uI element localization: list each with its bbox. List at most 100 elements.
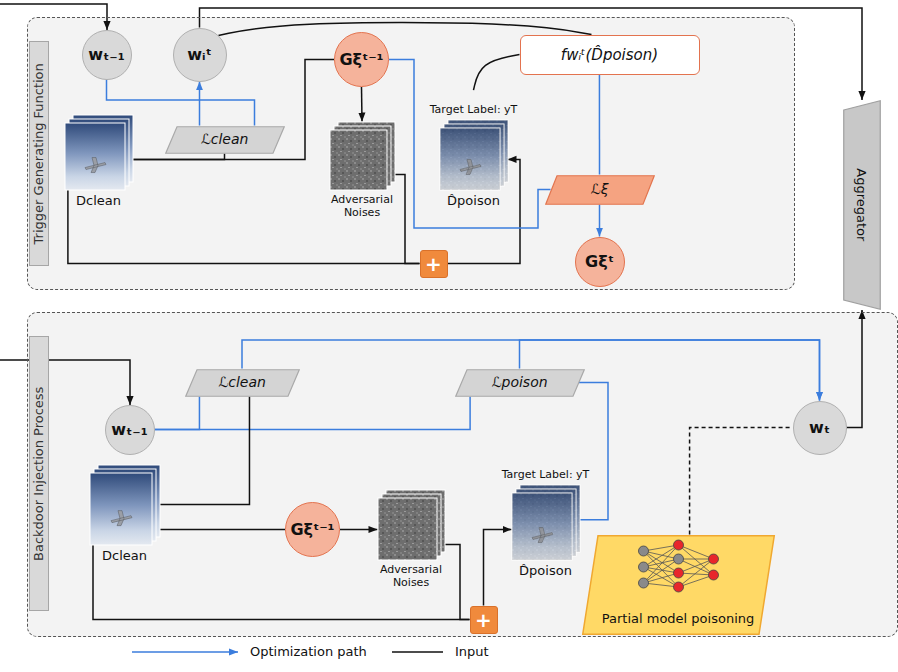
image-label: D̂poison <box>519 563 572 579</box>
input-connector <box>133 154 225 160</box>
panel-label-band: Backdoor Injection Process <box>29 336 49 611</box>
input-line <box>0 360 130 405</box>
legend-sample <box>390 645 445 659</box>
dashed-panel: ℒclean ℒpoison wₜ₋₁ wₜDclean Gξᵗ⁻¹ Adversaria… <box>27 312 898 637</box>
node-label: fwᵢᵗ(D̂poison) <box>561 46 658 64</box>
optimization-path <box>242 340 820 401</box>
label-holder: Adversarial Noises <box>378 563 445 589</box>
node-label: wₜ₋₁ <box>111 420 147 439</box>
weight-circle: wₜ <box>793 401 847 455</box>
output-box: fwᵢᵗ(D̂poison) <box>520 35 700 75</box>
network-neuron <box>673 582 683 592</box>
legend-text: Optimization path <box>250 644 367 660</box>
image-frame <box>65 123 125 190</box>
label-holder: Adversarial Noises <box>330 193 395 219</box>
panel-label-band: Trigger Generating Function <box>29 41 49 266</box>
shape-outline <box>330 122 395 190</box>
image-frame <box>378 498 437 560</box>
legend-sample <box>130 645 240 659</box>
input-connector <box>133 60 335 160</box>
network-neuron <box>708 570 718 580</box>
noise-stack: Adversarial Noises <box>378 490 445 560</box>
picture <box>440 128 500 190</box>
loss-box: ℒclean <box>185 369 300 397</box>
label-holder: D̂poison <box>440 193 508 209</box>
node-label: Gξᵗ⁻¹ <box>339 50 383 69</box>
shape-outline <box>440 120 508 190</box>
noise-overlay <box>512 493 572 560</box>
label-holder: Dclean <box>65 193 133 209</box>
add-operator: + <box>420 250 448 278</box>
optimization-path <box>155 397 200 430</box>
panel-label: Trigger Generating Function <box>31 63 47 244</box>
legend-item: Optimization path <box>130 644 367 660</box>
label-holder: Target Label: yT <box>440 103 508 116</box>
network-link <box>643 573 678 583</box>
label-holder: Target Label: yT <box>512 468 580 481</box>
parallelogram <box>185 369 299 396</box>
node-label: Partial model poisoning <box>602 611 754 627</box>
node-label: Gξᵗ <box>585 252 614 271</box>
input-connector <box>361 87 363 122</box>
input-connector <box>395 175 420 264</box>
aggregator-box: Aggregator <box>843 100 881 310</box>
noise-overlay <box>440 128 500 190</box>
image-stack: Dclean <box>90 465 160 545</box>
operator-label: + <box>425 254 442 274</box>
network-neuron <box>673 568 683 578</box>
loss-label: ℒclean <box>201 131 249 148</box>
shape-outline <box>512 485 580 560</box>
legend-line <box>392 651 443 653</box>
image-label: Adversarial Noises <box>322 193 402 219</box>
image-stack: Target Label: yTD̂poison <box>440 120 508 190</box>
image-frame <box>330 130 387 190</box>
panel-ground <box>27 17 795 290</box>
network-link <box>643 559 678 583</box>
parallelogram <box>545 175 654 204</box>
picture <box>330 130 387 190</box>
network-neuron <box>673 540 683 550</box>
node-label: wₜ <box>809 418 830 437</box>
network-neuron <box>638 546 648 556</box>
image-label: Dclean <box>76 193 121 209</box>
input-connector <box>340 529 378 531</box>
target-label: Target Label: yT <box>502 468 590 481</box>
node-label: wᵢᵗ <box>187 45 212 64</box>
input-connector <box>484 530 512 606</box>
shape-outline <box>378 490 445 560</box>
picture <box>378 498 437 560</box>
optimization-path <box>155 397 471 430</box>
image-stack: Target Label: yTD̂poison <box>512 485 580 560</box>
optimization-path <box>599 205 601 237</box>
loss-box: ℒξ <box>545 175 655 205</box>
dashed-link <box>690 428 793 535</box>
loss-label: ℒpoison <box>491 374 547 391</box>
dashed-panel: wₜ₋₁ wᵢᵗ Gξᵗ⁻¹ fwᵢᵗ(D̂poison) ℒcleanDclean Ad… <box>27 17 795 290</box>
input-connector <box>160 397 250 505</box>
network-neuron <box>638 578 648 588</box>
weight-circle: wᵢᵗ <box>173 28 227 82</box>
loss-label: ℒξ <box>591 181 609 198</box>
legend-line <box>132 651 238 653</box>
optimization-path <box>389 60 551 229</box>
picture <box>65 123 125 190</box>
aircraft-figure <box>111 510 132 525</box>
image-label: Dclean <box>102 548 147 564</box>
network-neuron <box>638 562 648 572</box>
shape-outline <box>90 465 160 545</box>
input-connector <box>200 8 863 100</box>
loss-box: ℒclean <box>165 126 285 154</box>
label-holder: D̂poison <box>512 563 580 579</box>
noise-stack: Adversarial Noises <box>330 122 395 190</box>
weight-circle: wₜ₋₁ <box>82 30 132 80</box>
generator-circle: Gξᵗ⁻¹ <box>285 502 340 557</box>
parallelogram <box>582 535 774 634</box>
image-frame <box>440 128 500 190</box>
legend-item: Input <box>390 644 489 660</box>
node-label: wₜ₋₁ <box>88 45 124 64</box>
input-connector <box>474 55 520 91</box>
panel-ground <box>27 312 898 637</box>
network-neuron <box>708 554 718 564</box>
add-operator: + <box>470 606 498 634</box>
